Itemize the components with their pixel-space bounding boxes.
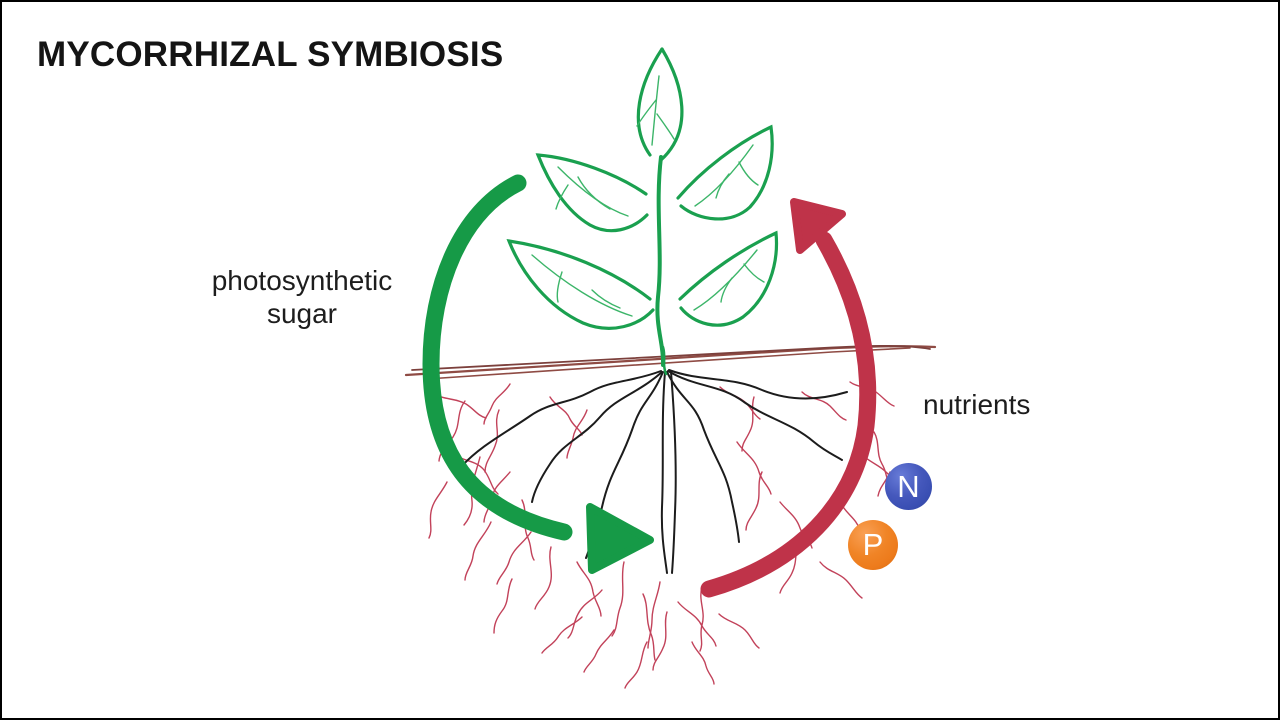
nutrients-label: nutrients xyxy=(923,389,1031,420)
soil-line xyxy=(404,344,937,380)
phosphorus-badge: P xyxy=(848,520,898,570)
root-system xyxy=(461,369,848,574)
nitrogen-badge-letter: N xyxy=(897,468,920,504)
page-title: MYCORRHIZAL SYMBIOSIS xyxy=(37,35,504,74)
nitrogen-badge: N xyxy=(885,463,932,510)
photosynthetic-sugar-arrow xyxy=(422,174,654,574)
phosphorus-badge-letter: P xyxy=(862,527,884,562)
photosynthetic-sugar-label: photosynthetic sugar xyxy=(152,264,452,330)
fungal-hyphae xyxy=(428,381,905,689)
green-arrowhead-icon xyxy=(586,503,654,574)
sugar-label-line2: sugar xyxy=(266,298,338,329)
red-arrowhead-icon xyxy=(790,198,846,254)
sugar-label-line1: photosynthetic xyxy=(211,265,393,296)
plant-illustration xyxy=(506,47,779,376)
nutrients-arrow xyxy=(700,198,877,598)
